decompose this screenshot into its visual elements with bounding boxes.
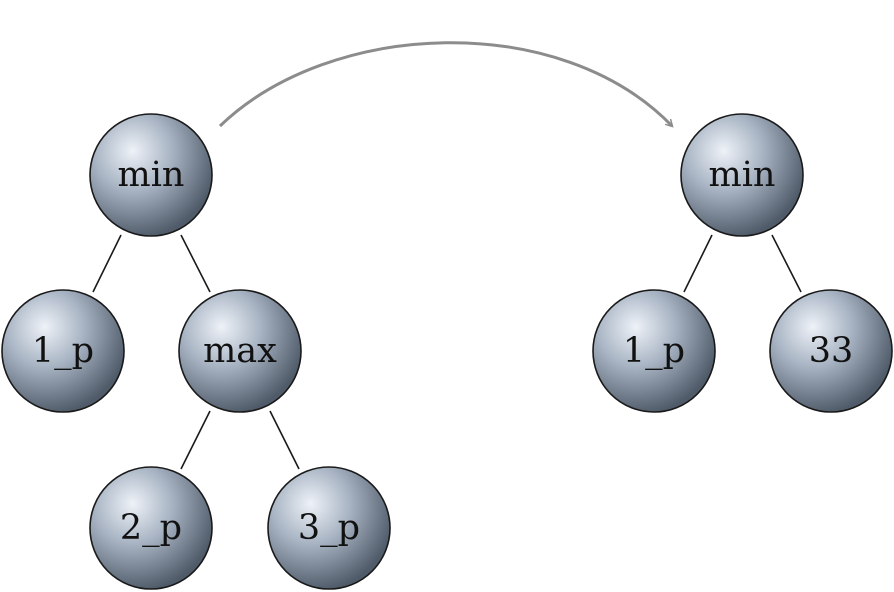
node-ball <box>178 289 302 413</box>
edge-min-to-max <box>180 234 211 293</box>
node-label: 1_p <box>623 331 685 371</box>
node-label: 2_p <box>120 508 182 548</box>
node-label: max <box>203 331 277 371</box>
node-right-33: 33 <box>769 289 893 413</box>
edge-max-to-2p <box>180 410 211 470</box>
node-ball <box>267 466 391 590</box>
edge-min-to-33 <box>771 234 802 293</box>
edge-min-to-1p <box>92 234 122 293</box>
node-ball <box>680 113 804 237</box>
edge-max-to-3p <box>269 410 300 470</box>
node-ball <box>1 289 125 413</box>
node-label: 33 <box>809 331 854 371</box>
node-label: min <box>709 155 776 195</box>
node-left-3p: 3_p <box>267 466 391 590</box>
transformation-arrow <box>218 41 672 126</box>
node-label: min <box>118 155 185 195</box>
right-tree-edges <box>683 234 802 293</box>
node-ball <box>592 289 716 413</box>
node-ball <box>89 466 213 590</box>
right-tree: min 1_p 33 <box>592 113 893 413</box>
node-left-2p: 2_p <box>89 466 213 590</box>
node-right-root: min <box>680 113 804 237</box>
node-left-max: max <box>178 289 302 413</box>
node-right-1p: 1_p <box>592 289 716 413</box>
left-tree: min 1_p max 2_p 3_p <box>1 113 391 590</box>
node-left-root: min <box>89 113 213 237</box>
edge-min-to-1p-result <box>683 234 713 293</box>
node-ball <box>89 113 213 237</box>
node-label: 3_p <box>298 508 360 548</box>
left-tree-edges <box>92 234 300 470</box>
node-ball <box>769 289 893 413</box>
node-left-1p: 1_p <box>1 289 125 413</box>
node-label: 1_p <box>32 331 94 371</box>
